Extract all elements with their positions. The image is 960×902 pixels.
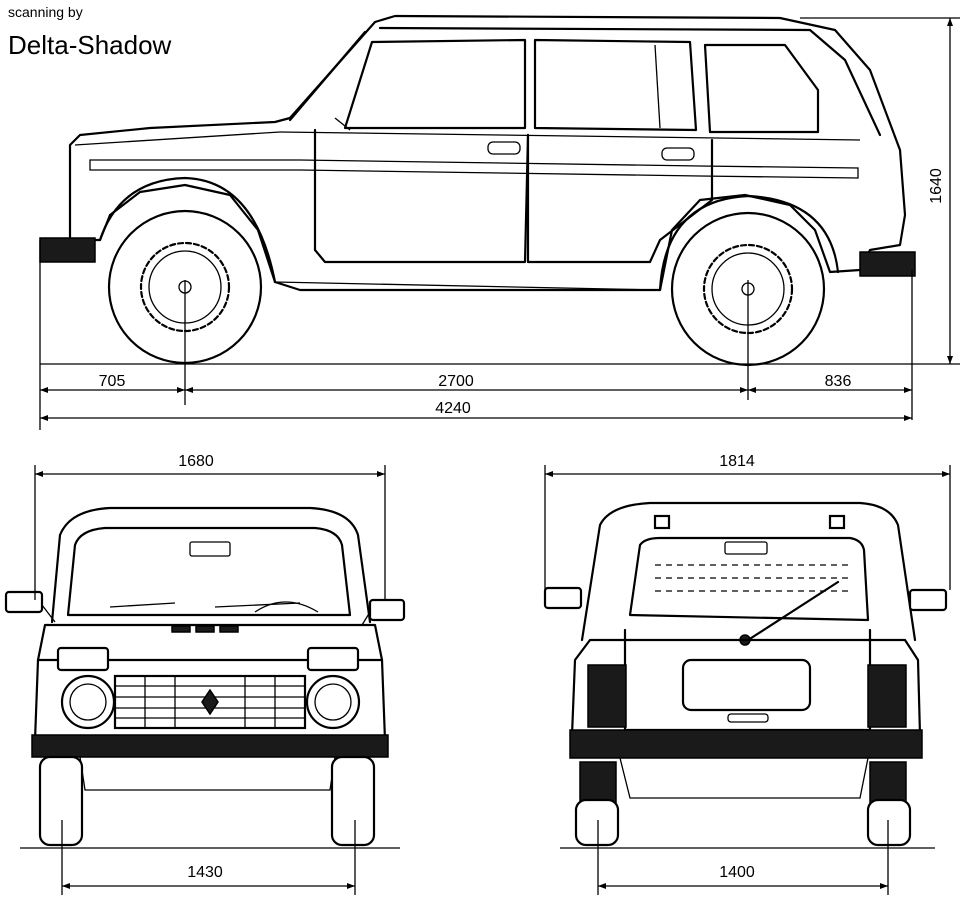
rear-view: 1814 1400 [543,453,951,895]
rear-wheel-left [574,798,620,847]
side-front-door [313,128,530,264]
front-turn-signal-right [306,646,360,672]
side-sill [274,281,661,291]
front-wiper-left [109,602,176,608]
rear-roof-light-right [828,514,846,530]
side-a-pillar [288,30,367,122]
rear-tail-light-left [587,664,627,728]
dim-wheelbase: 2700 [438,373,474,390]
front-wiper-right [214,602,301,608]
side-front-handle [487,141,521,155]
front-hood-vents [171,625,239,633]
front-wheel-left [38,755,84,847]
rear-cabin-outline [580,501,917,642]
rear-roof-light-left [653,514,671,530]
side-rear-door [526,133,714,264]
side-front-arch [98,176,277,284]
front-cabin-outline [50,506,372,624]
rear-undercarriage [619,757,869,799]
side-window-rear [703,43,820,134]
dim-rear-overhang: 836 [825,373,852,390]
dim-front-track: 1430 [187,864,223,881]
front-turn-signal-left [56,646,110,672]
rear-mirror-right [908,588,948,612]
dim-front-overhang: 705 [99,373,126,390]
dim-length: 4240 [435,400,471,417]
front-badge [201,688,219,716]
front-steering-wheel [254,601,319,613]
rear-tail-light-right [867,664,907,728]
front-undercarriage [79,756,336,791]
side-hood-line [74,131,281,146]
front-rear-view-mirror [189,541,231,557]
dim-rear-width: 1814 [719,453,755,470]
side-mirror [334,117,351,131]
side-rear-bumper [859,251,916,277]
side-body-outline [68,14,907,292]
front-grille-slats [115,676,305,728]
rear-plate-recess [681,658,812,712]
side-dimensions: 705 2700 836 4240 1640 [39,17,960,430]
dim-front-width: 1680 [178,453,214,470]
side-window-front [343,38,527,130]
side-rear-handle [661,147,695,161]
rear-bumper [569,729,923,759]
dim-rear-track: 1400 [719,864,755,881]
rear-window [628,536,870,622]
rear-defroster-lines [655,564,850,592]
front-view: 1680 1430 [4,453,406,895]
side-window-middle [533,38,698,132]
credit-scanning-by: scanning by [8,4,83,20]
side-window-divider [654,44,661,129]
front-windshield [66,526,352,617]
rear-wiper [743,580,840,644]
rear-dimensions: 1814 1400 [544,453,951,895]
rear-brake-light-top [724,541,768,555]
rear-mirror-left [543,586,583,610]
rear-wheel-right [866,798,912,847]
side-front-bumper [39,237,96,263]
side-roof-line [378,26,882,137]
side-rear-arch [658,194,840,292]
front-mirror-right [368,598,406,622]
front-bumper [31,734,389,758]
side-belt-line [279,131,861,141]
front-mirror-left [4,590,44,614]
side-molding [89,159,859,179]
dim-height: 1640 [928,168,945,204]
rear-handle [727,713,769,723]
side-view: 705 2700 836 4240 1640 [39,14,960,430]
front-wheel-right [330,755,376,847]
credit-author: Delta-Shadow [8,30,172,60]
front-dimensions: 1680 1430 [20,453,400,895]
